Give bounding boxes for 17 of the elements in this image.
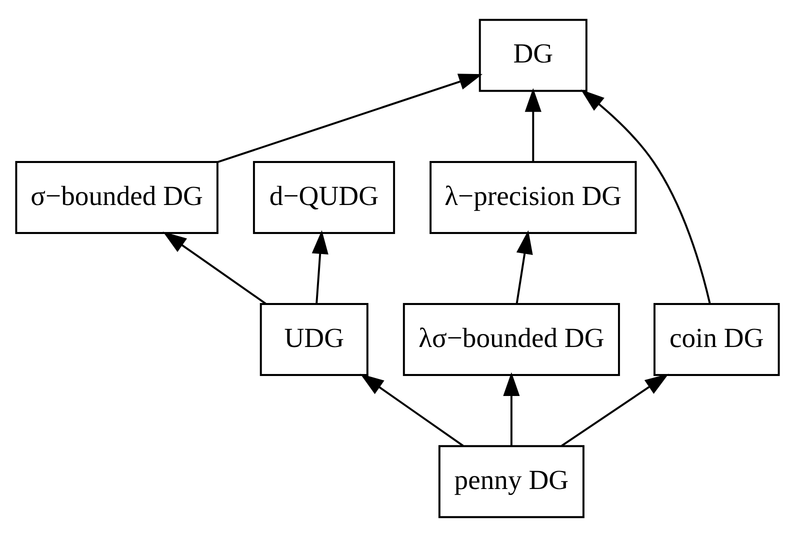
arrow bbox=[524, 88, 542, 162]
arrow bbox=[580, 89, 711, 304]
node-box: d−QUDG bbox=[252, 160, 396, 234]
node-box: penny DG bbox=[438, 445, 584, 518]
arrow bbox=[516, 230, 533, 304]
node-box: coin DG bbox=[654, 303, 780, 376]
arrow bbox=[360, 374, 464, 447]
arrow bbox=[561, 374, 669, 447]
node-box: σ−bounded DG bbox=[15, 160, 218, 234]
arrow bbox=[217, 74, 483, 163]
node-box: λσ−bounded DG bbox=[402, 303, 620, 376]
arrow bbox=[503, 372, 520, 446]
node-box: λ−precision DG bbox=[430, 160, 637, 234]
node-box: UDG bbox=[260, 303, 368, 376]
node-box: DG bbox=[478, 18, 588, 92]
arrow bbox=[162, 232, 266, 305]
arrow bbox=[312, 230, 328, 304]
